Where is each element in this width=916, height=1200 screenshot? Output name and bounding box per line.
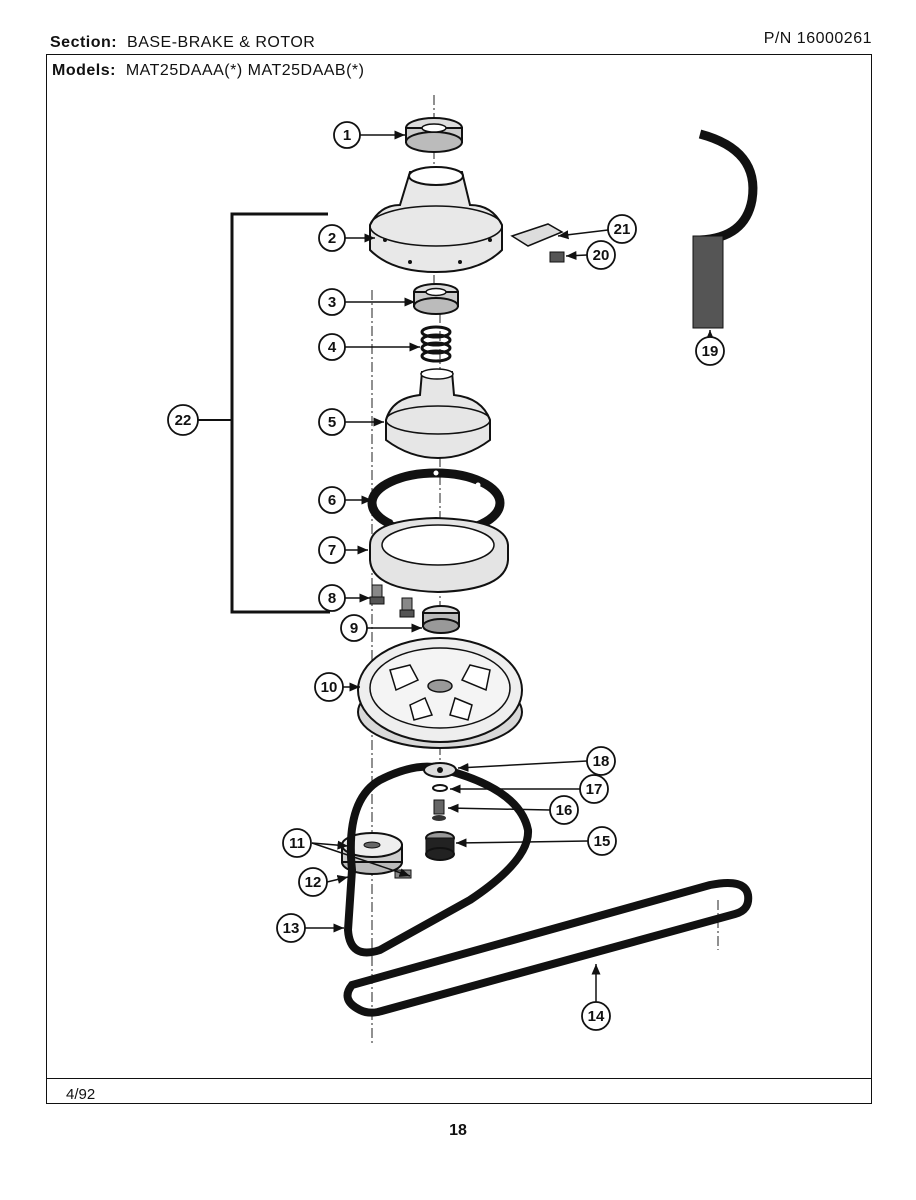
part-17-washer [432,784,448,792]
callout-20: 20 [586,240,616,270]
section-label: Section: [50,34,118,51]
section-line: Section: BASE-BRAKE & ROTOR [50,34,315,52]
callout-19: 19 [695,336,725,366]
callout-6: 6 [318,486,346,514]
svg-text:4: 4 [328,339,337,356]
svg-text:5: 5 [328,414,336,431]
part-18-plate [423,762,457,778]
callout-4: 4 [318,333,346,361]
models-label: Models: [52,62,116,79]
callout-1: 1 [333,121,361,149]
page-number: 18 [449,1122,467,1139]
callouts: 1 2 3 4 5 6 7 8 9 10 11 12 13 14 15 16 1… [167,121,725,1031]
callout-5: 5 [318,408,346,436]
svg-text:8: 8 [328,590,336,607]
svg-text:15: 15 [594,833,611,850]
part-14-pump-belt [343,879,753,1017]
svg-text:19: 19 [702,343,719,360]
callout-14: 14 [581,1001,611,1031]
callout-17: 17 [579,774,609,804]
svg-text:7: 7 [328,542,336,559]
svg-text:10: 10 [321,679,338,696]
svg-text:20: 20 [593,247,610,264]
callout-3: 3 [318,288,346,316]
part-2-base-housing [369,166,503,274]
models-line: Models: MAT25DAAA(*) MAT25DAAB(*) [52,62,364,80]
part-20-screw [549,251,565,263]
diagram-frame [46,54,872,1104]
svg-text:11: 11 [289,835,305,852]
svg-text:21: 21 [614,221,631,238]
svg-text:22: 22 [175,412,192,429]
callout-18: 18 [586,746,616,776]
svg-text:6: 6 [328,492,336,509]
part-21-bracket [510,223,564,247]
part-19-brake-band [692,129,758,329]
callout-13: 13 [276,913,306,943]
svg-text:3: 3 [328,294,336,311]
callout-9: 9 [340,614,368,642]
callout-15: 15 [587,826,617,856]
svg-text:9: 9 [350,620,358,637]
part-8-screws [369,584,415,618]
part-9-bearing [422,605,460,634]
part-number: P/N 16000261 [763,30,872,47]
part-4-spring [420,325,452,363]
footer-separator [46,1078,872,1079]
models-value: MAT25DAAA(*) MAT25DAAB(*) [125,62,365,79]
callout-7: 7 [318,536,346,564]
callout-11: 11 [282,828,312,858]
svg-text:14: 14 [588,1008,605,1025]
section-value: BASE-BRAKE & ROTOR [127,34,316,51]
svg-text:2: 2 [328,230,336,247]
leader-lines [305,130,715,1002]
svg-text:12: 12 [305,874,322,891]
part-5-rotor-hub [385,368,491,460]
callout-21: 21 [607,214,637,244]
part-10-pulley [357,637,523,749]
revision-date: 4/92 [66,1086,96,1103]
svg-text:18: 18 [593,753,610,770]
callout-16: 16 [549,795,579,825]
assembly-bracket-22 [230,212,330,614]
callout-8: 8 [318,584,346,612]
svg-text:1: 1 [343,127,351,144]
svg-text:13: 13 [283,920,300,937]
part-16-screw [432,799,446,821]
svg-text:17: 17 [586,781,603,798]
part-7-brake-drum [369,516,509,594]
svg-text:16: 16 [556,802,573,819]
callout-22: 22 [167,404,199,436]
callout-10: 10 [314,672,344,702]
part-13-drive-belt [343,762,533,957]
callout-12: 12 [298,867,328,897]
part-1-bearing [405,117,463,153]
callout-2: 2 [318,224,346,252]
part-15-bushing [425,831,455,861]
part-3-seal [413,283,459,315]
